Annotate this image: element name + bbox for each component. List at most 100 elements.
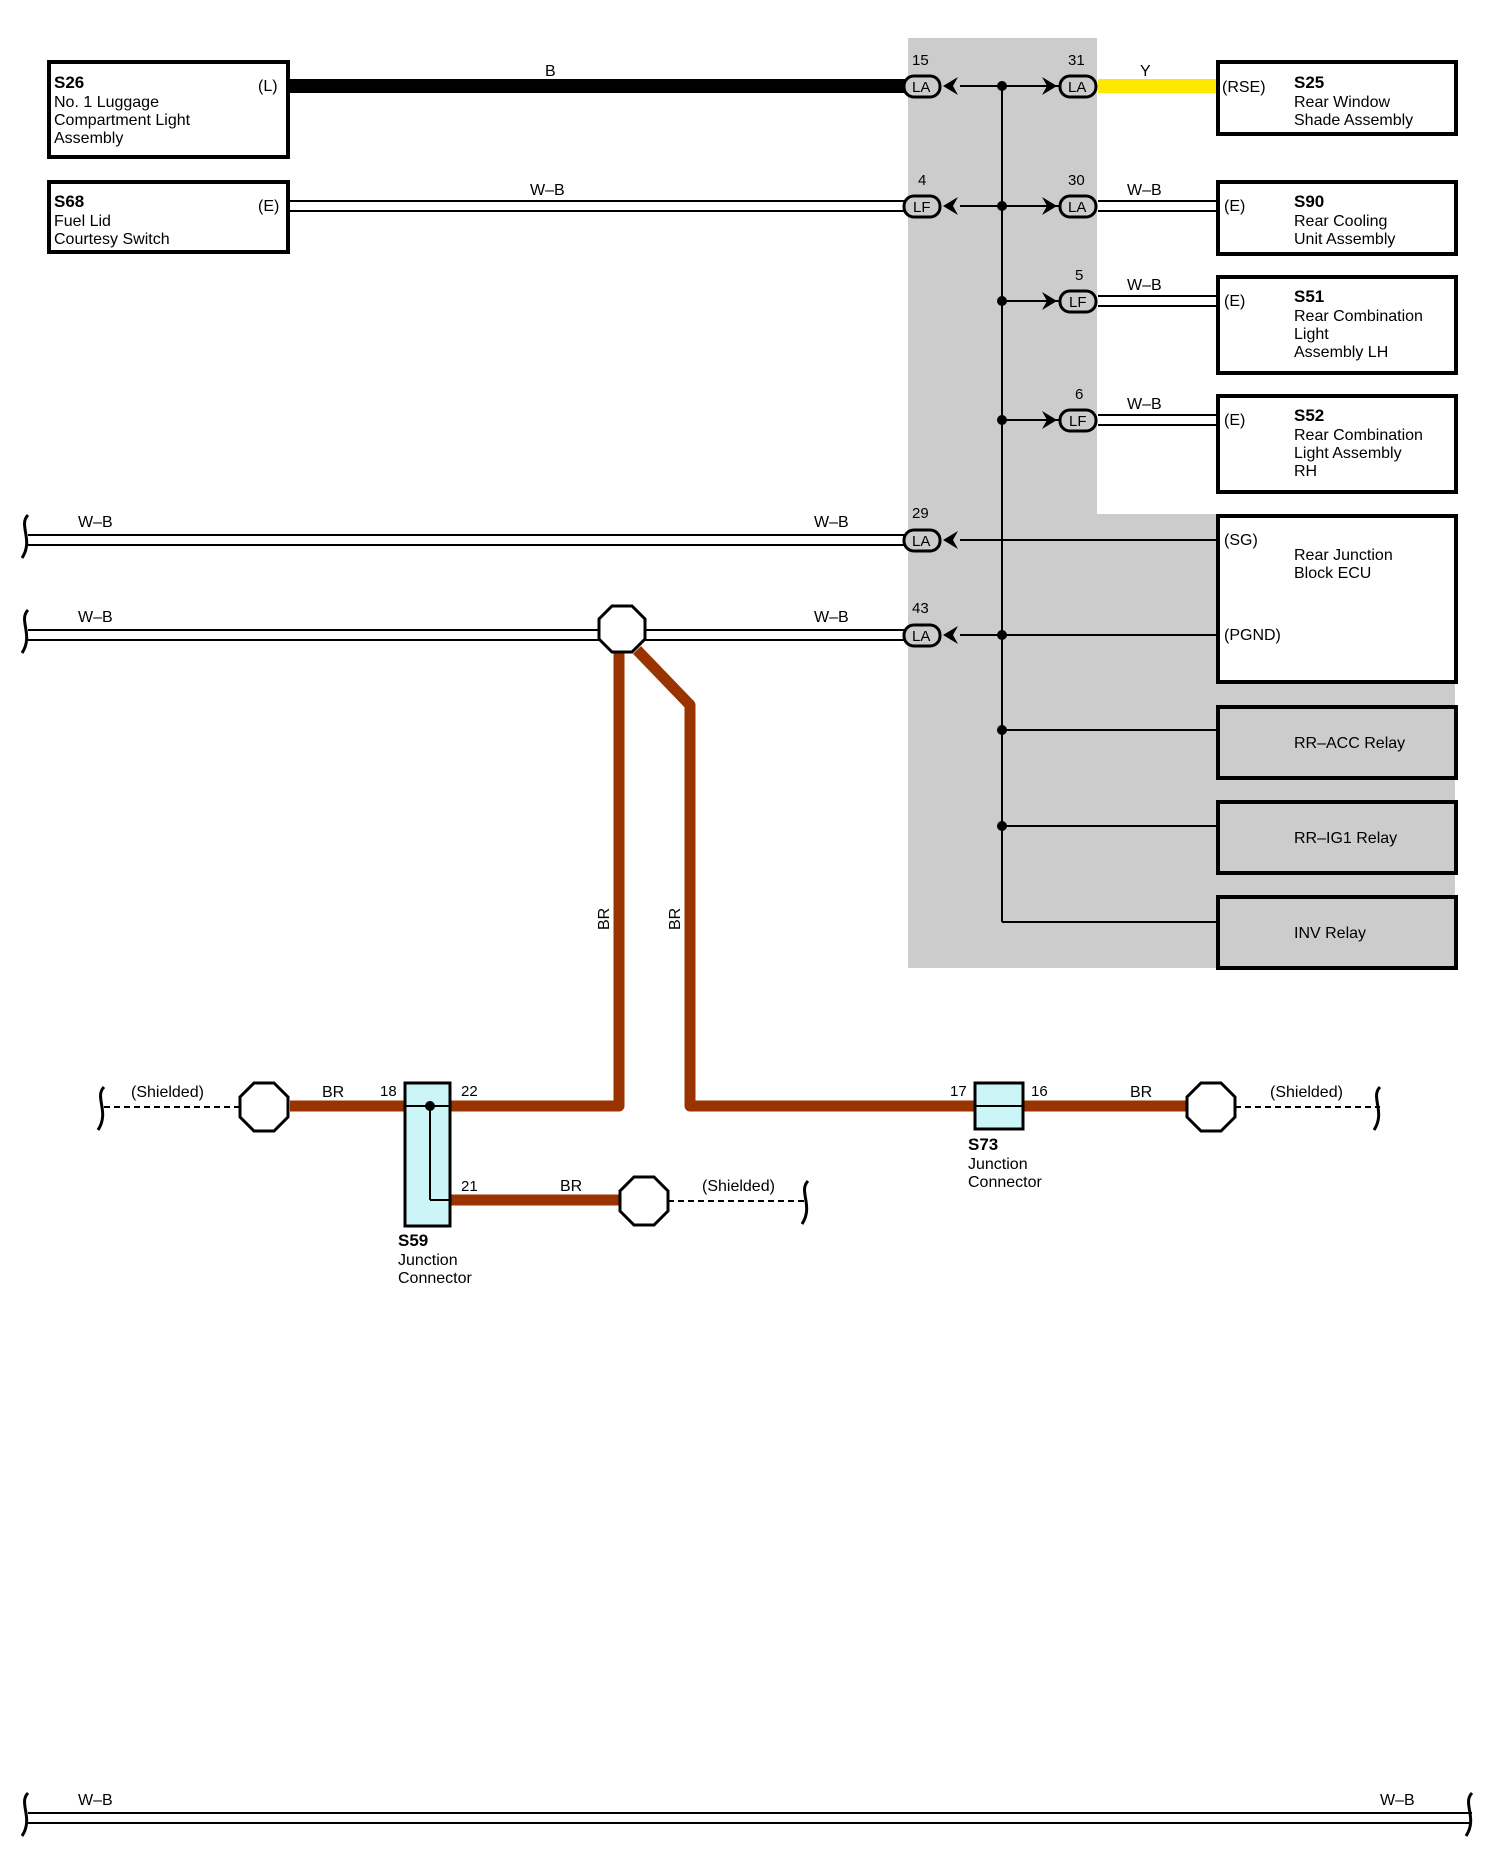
- connector-15-pin: 15: [912, 52, 929, 69]
- s52-code: S52: [1294, 406, 1324, 425]
- s73-name-line1: Junction: [968, 1156, 1028, 1173]
- shielded-dashed-lines: [104, 1106, 1380, 1202]
- s68-code: S68: [54, 192, 84, 211]
- s73-pin-17: 17: [950, 1083, 967, 1100]
- s51-name-line3: Assembly LH: [1294, 344, 1388, 361]
- connector-29-pin: 29: [912, 505, 929, 522]
- s26-name-line1: No. 1 Luggage: [54, 94, 159, 111]
- component-s90: [1216, 180, 1458, 256]
- s59-name-line1: Junction: [398, 1252, 458, 1269]
- component-s51: [1216, 275, 1458, 375]
- wire-wb-pin29-label-left: W–B: [78, 514, 113, 531]
- s26-terminal: (L): [258, 78, 278, 95]
- connector-30-pin: 30: [1068, 172, 1085, 189]
- shielded-label-bottom: (Shielded): [702, 1178, 775, 1195]
- connector-5-pin: 5: [1075, 267, 1083, 284]
- wire-break-pin43: [20, 608, 30, 654]
- ecu-internal-bus: [960, 85, 1216, 923]
- s52-name-line3: RH: [1294, 463, 1317, 480]
- s90-name-line2: Unit Assembly: [1294, 231, 1395, 248]
- connector-29: [902, 528, 958, 553]
- shielded-label-left: (Shielded): [131, 1084, 204, 1101]
- s51-name-line1: Rear Combination: [1294, 308, 1423, 325]
- component-s25: [1216, 60, 1458, 136]
- wire-wb-pin29: [28, 534, 910, 546]
- s59-pin-18: 18: [380, 1083, 397, 1100]
- s52-terminal: (E): [1224, 412, 1245, 429]
- wire-break-pin29: [20, 513, 30, 559]
- connector-6: [1042, 408, 1098, 433]
- connector-5: [1042, 289, 1098, 314]
- s90-terminal: (E): [1224, 198, 1245, 215]
- shield-break-left: [96, 1085, 106, 1131]
- component-s68: [47, 180, 290, 254]
- shield-octagon-left: [238, 1081, 290, 1133]
- connector-30-name: LA: [1068, 199, 1086, 216]
- connector-15-name: LA: [912, 79, 930, 96]
- wire-br-label-vert-left: BR: [596, 908, 613, 930]
- wire-br-network: [290, 646, 1190, 1206]
- connector-4-pin: 4: [918, 172, 926, 189]
- s59-name-line2: Connector: [398, 1270, 472, 1287]
- s68-name-line1: Fuel Lid: [54, 213, 111, 230]
- component-s26: [47, 60, 290, 159]
- connector-31: [1042, 74, 1098, 99]
- s51-terminal: (E): [1224, 293, 1245, 310]
- wire-wb-pin29-label-right: W–B: [814, 514, 849, 531]
- component-rear-junction-block-ecu: [1216, 514, 1458, 684]
- ecu-terminal-sg: (SG): [1224, 532, 1258, 549]
- wire-wb-pin43-label-right: W–B: [814, 609, 849, 626]
- s90-code: S90: [1294, 192, 1324, 211]
- wire-br-label-right: BR: [1130, 1084, 1152, 1101]
- s68-terminal: (E): [258, 198, 279, 215]
- connector-6-name: LF: [1069, 413, 1087, 430]
- connector-43-pin: 43: [912, 600, 929, 617]
- s68-name-line2: Courtesy Switch: [54, 231, 170, 248]
- wire-br-label-vert-right: BR: [667, 908, 684, 930]
- s59-code: S59: [398, 1231, 428, 1250]
- component-s52: [1216, 394, 1458, 494]
- wire-wb-s68-label: W–B: [530, 182, 565, 199]
- s73-name-line2: Connector: [968, 1174, 1042, 1191]
- s73-code: S73: [968, 1135, 998, 1154]
- connector-29-name: LA: [912, 533, 930, 550]
- s52-name-line1: Rear Combination: [1294, 427, 1423, 444]
- ecu-name-line1: Rear Junction: [1294, 547, 1393, 564]
- s59-pin-21: 21: [461, 1178, 478, 1195]
- wire-wb-bottom-label-left: W–B: [78, 1792, 113, 1809]
- junction-connector-s73: [973, 1081, 1025, 1131]
- connector-31-pin: 31: [1068, 52, 1085, 69]
- wire-break-bottom-right: [1464, 1791, 1474, 1837]
- wire-wb-bottom-label-right: W–B: [1380, 1792, 1415, 1809]
- connector-43-name: LA: [912, 628, 930, 645]
- wire-wb-s68: [290, 200, 910, 212]
- shield-ground-octagon-top: [597, 604, 647, 654]
- relay-rr-ig1-label: RR–IG1 Relay: [1294, 830, 1397, 847]
- wire-wb-s90-label: W–B: [1127, 182, 1162, 199]
- connector-4-name: LF: [913, 199, 931, 216]
- wire-wb-s52-label: W–B: [1127, 396, 1162, 413]
- s25-terminal: (RSE): [1222, 79, 1266, 96]
- wire-b-label: B: [545, 63, 556, 80]
- s25-code: S25: [1294, 73, 1324, 92]
- s25-name-line1: Rear Window: [1294, 94, 1390, 111]
- relay-inv-label: INV Relay: [1294, 925, 1366, 942]
- connector-4: [902, 194, 958, 219]
- wire-br-label-s59-21: BR: [560, 1178, 582, 1195]
- wire-wb-bottom: [28, 1812, 1472, 1824]
- s90-name-line1: Rear Cooling: [1294, 213, 1387, 230]
- junction-connector-s59: [403, 1081, 452, 1228]
- s52-name-line2: Light Assembly: [1294, 445, 1402, 462]
- ecu-terminal-pgnd: (PGND): [1224, 627, 1281, 644]
- wire-br-label-left: BR: [322, 1084, 344, 1101]
- relay-inv: [1216, 895, 1458, 970]
- shielded-label-right: (Shielded): [1270, 1084, 1343, 1101]
- ecu-name-line2: Block ECU: [1294, 565, 1371, 582]
- ecu-bus-junction-dots: [997, 81, 1007, 831]
- wire-wb-s90: [1098, 200, 1216, 212]
- shield-break-bottom: [800, 1179, 810, 1225]
- s26-name-line3: Assembly: [54, 130, 123, 147]
- connector-5-name: LF: [1069, 294, 1087, 311]
- wire-wb-s51-label: W–B: [1127, 277, 1162, 294]
- wire-wb-pin43-label-left: W–B: [78, 609, 113, 626]
